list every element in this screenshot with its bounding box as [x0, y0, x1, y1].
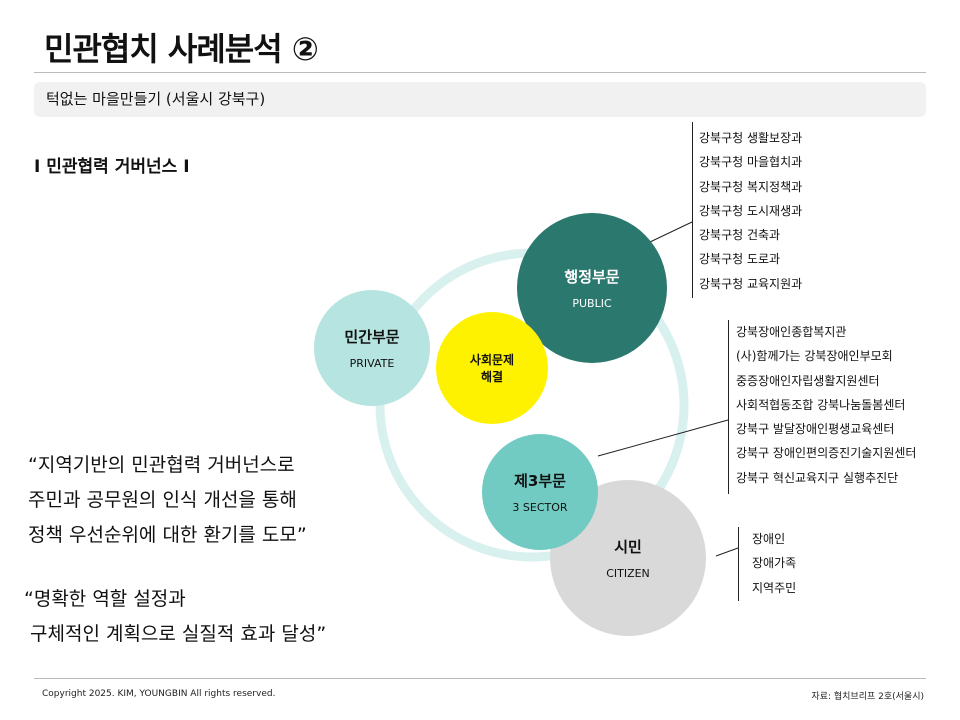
private-name: 민간부문	[344, 328, 400, 346]
public-sector-circle: 행정부문 PUBLIC	[517, 213, 667, 363]
quote-line: “명확한 역할 설정과	[24, 588, 186, 610]
third-name: 제3부문	[514, 472, 566, 490]
page-title: 민관협치 사례분석 ②	[44, 30, 319, 68]
list-item: 강북구청 건축과	[699, 228, 781, 243]
public-connector	[649, 221, 693, 243]
citizen-en: CITIZEN	[606, 567, 650, 580]
section-label: I 민관협력 거버넌스 I	[34, 157, 190, 177]
list-item: 중증장애인자립생활지원센터	[736, 373, 880, 388]
list-item: 장애가족	[752, 556, 797, 571]
third-list: 강북장애인종합복지관 (사)함께가는 강북장애인부모회 중증장애인자립생활지원센…	[736, 320, 916, 490]
quote-line: 정책 우선순위에 대한 환기를 도모”	[28, 524, 307, 546]
list-item: 강북구 장애인편의증진기술지원센터	[736, 446, 917, 461]
citizen-connector	[715, 547, 739, 557]
public-en: PUBLIC	[572, 297, 612, 310]
list-item: 사회적협동조합 강북나눔돌봄센터	[736, 397, 906, 412]
quote-1: “지역기반의 민관협력 거버넌스로 주민과 공무원의 인식 개선을 통해 정책 …	[28, 448, 307, 553]
list-item: (사)함께가는 강북장애인부모회	[736, 349, 893, 364]
list-item: 강북구청 마을협치과	[699, 155, 803, 170]
private-sector-circle: 민간부문 PRIVATE	[314, 290, 430, 406]
source-note: 자료: 협치브리프 2호(서울시)	[811, 692, 924, 702]
list-item: 강북구청 도시재생과	[699, 203, 803, 218]
third-en: 3 SECTOR	[512, 501, 568, 514]
list-item: 강북구 혁신교육지구 실행추진단	[736, 470, 899, 485]
quote-line: 구체적인 계획으로 실질적 효과 달성”	[30, 623, 327, 645]
footer-divider	[34, 678, 926, 679]
quote-line: 주민과 공무원의 인식 개선을 통해	[28, 489, 297, 511]
copyright: Copyright 2025. KIM, YOUNGBIN All rights…	[42, 689, 276, 699]
quote-line: “지역기반의 민관협력 거버넌스로	[28, 454, 295, 476]
public-bracket	[692, 122, 693, 298]
social-issue-circle: 사회문제 해결	[436, 312, 548, 424]
list-item: 강북구청 복지정책과	[699, 179, 803, 194]
citizen-bracket	[738, 527, 739, 601]
social-line1: 사회문제	[469, 353, 515, 367]
list-item: 강북구청 도로과	[699, 252, 781, 267]
list-item: 강북구청 교육지원과	[699, 276, 803, 291]
subtitle-bar: 턱없는 마을만들기 (서울시 강북구)	[34, 82, 926, 117]
list-item: 지역주민	[752, 580, 797, 595]
list-item: 강북구 발달장애인평생교육센터	[736, 422, 895, 437]
third-connector	[597, 419, 729, 457]
list-item: 강북장애인종합복지관	[736, 325, 847, 339]
quote-2: “명확한 역할 설정과 구체적인 계획으로 실질적 효과 달성”	[24, 582, 326, 652]
third-sector-circle: 제3부문 3 SECTOR	[482, 434, 598, 550]
divider	[34, 72, 926, 73]
private-en: PRIVATE	[349, 357, 395, 370]
citizen-list: 장애인 장애가족 지역주민	[752, 527, 796, 600]
social-line2: 해결	[480, 370, 504, 384]
public-list: 강북구청 생활보장과 강북구청 마을협치과 강북구청 복지정책과 강북구청 도시…	[699, 126, 802, 296]
list-item: 강북구청 생활보장과	[699, 131, 803, 145]
list-item: 장애인	[752, 532, 786, 546]
third-bracket	[728, 320, 729, 494]
citizen-name: 시민	[614, 538, 642, 556]
public-name: 행정부문	[564, 268, 620, 286]
